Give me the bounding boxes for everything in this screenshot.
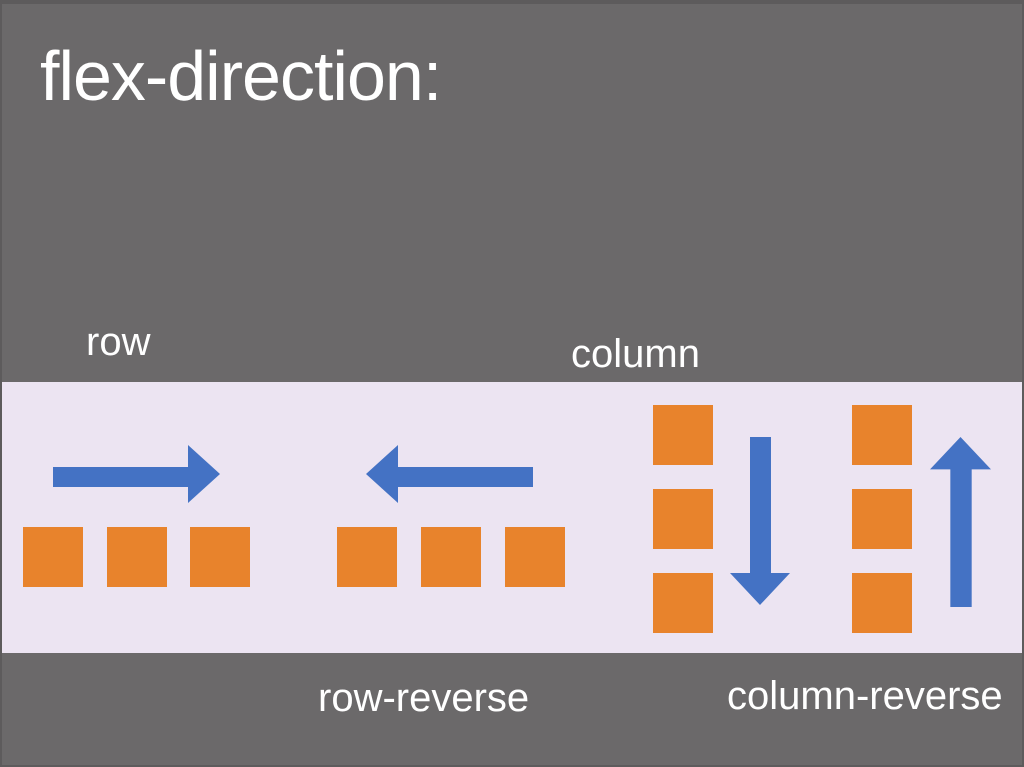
flex-item-square (421, 527, 481, 587)
label-row-reverse: row-reverse (318, 676, 530, 720)
flex-item-square (852, 489, 912, 549)
flex-item-square (852, 405, 912, 465)
flex-item-square (653, 405, 713, 465)
flex-item-square (505, 527, 565, 587)
page-title: flex-direction: (40, 37, 442, 115)
flex-item-square (107, 527, 167, 587)
flex-item-square (653, 573, 713, 633)
flex-item-square (337, 527, 397, 587)
arrow-left-icon (366, 445, 533, 503)
label-column-reverse: column-reverse (727, 674, 1003, 718)
label-row: row (86, 320, 151, 364)
flex-item-square (23, 527, 83, 587)
flex-item-square (852, 573, 912, 633)
flex-item-square (190, 527, 250, 587)
flex-item-square (653, 489, 713, 549)
arrow-down-icon (730, 437, 790, 605)
arrow-up-icon (930, 437, 991, 607)
label-column: column (571, 332, 700, 376)
arrow-right-icon (53, 445, 220, 503)
